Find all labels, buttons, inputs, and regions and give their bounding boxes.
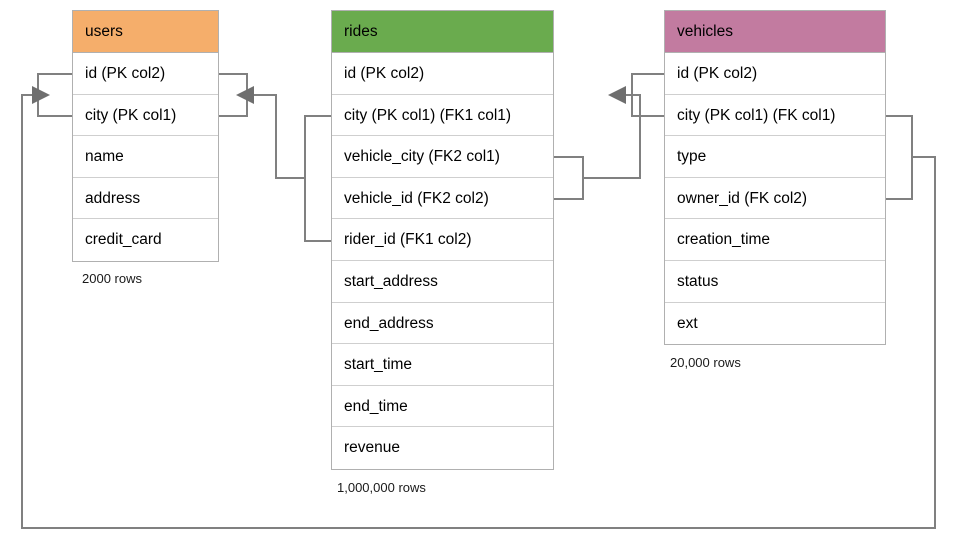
connector-vehicles-right-bracket — [886, 115, 913, 200]
row-count-vehicles: 20,000 rows — [670, 355, 741, 370]
column-vehicles-type[interactable]: type — [665, 136, 885, 178]
column-rides-vehicle-id[interactable]: vehicle_id (FK2 col2) — [332, 177, 553, 220]
entity-table-vehicles[interactable]: vehicles id (PK col2) city (PK col1) (FK… — [664, 10, 886, 346]
row-count-rides: 1,000,000 rows — [337, 480, 426, 495]
entity-table-rides[interactable]: rides id (PK col2) city (PK col1) (FK1 c… — [331, 10, 554, 470]
column-vehicles-creation-time[interactable]: creation_time — [665, 219, 885, 261]
column-users-city[interactable]: city (PK col1) — [73, 94, 218, 137]
connector-users-right-bracket — [219, 73, 248, 117]
column-vehicles-city[interactable]: city (PK col1) (FK col1) — [665, 94, 885, 137]
column-rides-end-time[interactable]: end_time — [332, 385, 553, 428]
column-vehicles-owner-id[interactable]: owner_id (FK col2) — [665, 177, 885, 220]
column-vehicles-id[interactable]: id (PK col2) — [665, 53, 885, 95]
entity-table-users[interactable]: users id (PK col2) city (PK col1) name a… — [72, 10, 219, 262]
column-rides-start-time[interactable]: start_time — [332, 344, 553, 386]
column-users-address[interactable]: address — [73, 177, 218, 220]
column-rides-vehicle-city[interactable]: vehicle_city (FK2 col1) — [332, 136, 553, 178]
column-users-credit-card[interactable]: credit_card — [73, 219, 218, 261]
column-vehicles-status[interactable]: status — [665, 260, 885, 303]
entity-header-vehicles: vehicles — [665, 11, 885, 53]
connector-rides-to-vehicles — [583, 86, 641, 179]
row-count-users: 2000 rows — [82, 271, 142, 286]
connector-rides-left-bracket — [304, 115, 331, 242]
column-rides-city[interactable]: city (PK col1) (FK1 col1) — [332, 94, 553, 137]
column-rides-id[interactable]: id (PK col2) — [332, 53, 553, 95]
column-rides-end-address[interactable]: end_address — [332, 302, 553, 345]
column-vehicles-ext[interactable]: ext — [665, 302, 885, 345]
entity-header-rides: rides — [332, 11, 553, 53]
connector-rides-to-users — [236, 86, 305, 179]
column-rides-rider-id[interactable]: rider_id (FK1 col2) — [332, 219, 553, 261]
column-rides-revenue[interactable]: revenue — [332, 427, 553, 469]
column-users-name[interactable]: name — [73, 136, 218, 178]
connector-users-left-bracket — [37, 73, 72, 117]
entity-header-users: users — [73, 11, 218, 53]
column-rides-start-address[interactable]: start_address — [332, 260, 553, 303]
column-users-id[interactable]: id (PK col2) — [73, 53, 218, 95]
connector-vehicles-left-bracket — [631, 73, 664, 117]
connector-rides-right-bracket — [554, 156, 584, 200]
